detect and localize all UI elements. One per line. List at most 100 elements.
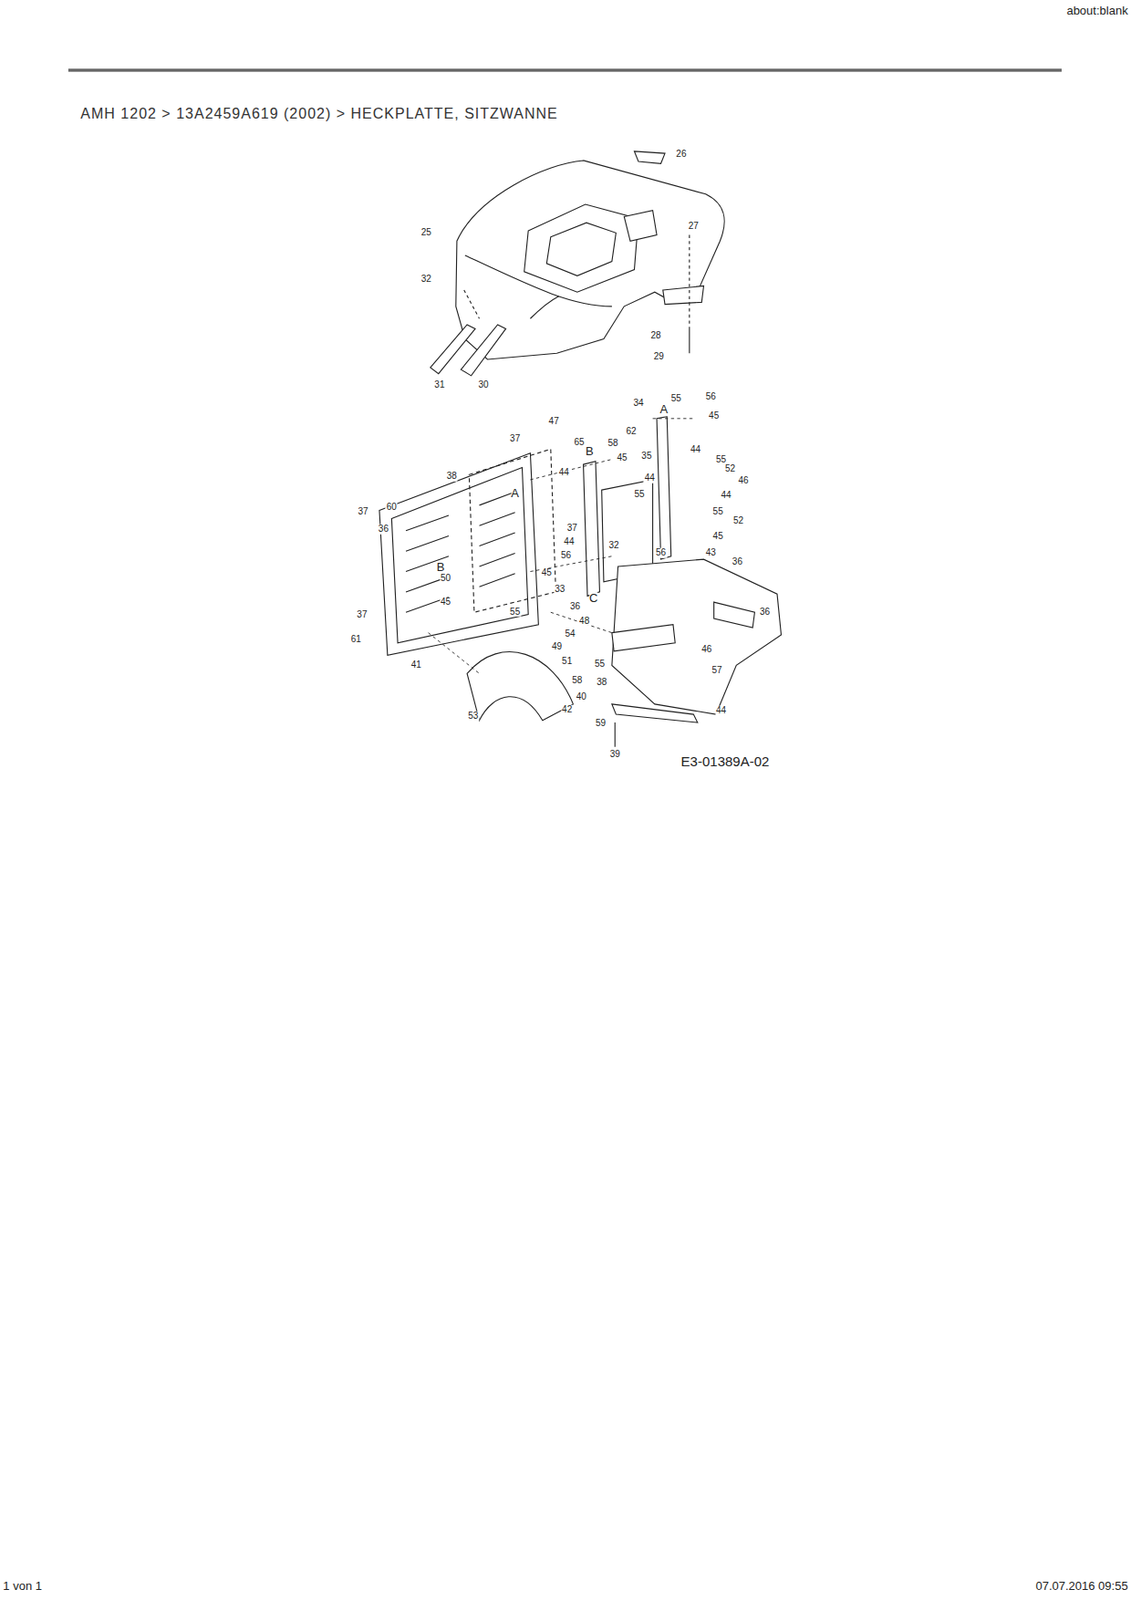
page-note: 07.07.2016 09:55 [1035, 1579, 1128, 1593]
callout-number: 46 [700, 644, 713, 655]
callout-number: 45 [712, 531, 725, 542]
callout-number: 55 [508, 607, 521, 618]
callout-number: 56 [654, 548, 667, 559]
rear-frame [379, 416, 782, 748]
drawing-number: E3-01389A-02 [681, 754, 770, 769]
callout-number: B [585, 446, 594, 459]
callout-number: 42 [560, 705, 573, 716]
callout-number: 32 [420, 274, 433, 285]
callout-number: 60 [385, 501, 398, 512]
vent-slats [405, 491, 516, 613]
callout-number: 44 [720, 490, 733, 501]
callout-number: 55 [670, 394, 683, 405]
callout-number: 44 [715, 705, 727, 716]
rear-plate-inner [391, 466, 529, 643]
upright [583, 461, 601, 597]
bolt-axis [688, 235, 690, 328]
callout-number: 45 [707, 411, 720, 422]
callout-number: 50 [439, 573, 452, 584]
callout-number: 51 [560, 655, 573, 666]
callout-number: 25 [420, 228, 433, 239]
callout-number: 31 [433, 379, 446, 390]
callout-number: 61 [350, 634, 363, 645]
header-rule [68, 68, 1062, 72]
callout-number: 37 [356, 507, 369, 518]
callout-number: 36 [377, 524, 390, 535]
seat-pan [430, 151, 725, 376]
callout-number: 44 [689, 445, 702, 456]
page-title: AMH 1202 > 13A2459A619 (2002) > HECKPLAT… [80, 106, 558, 123]
foot-bracket [612, 704, 698, 723]
hardware [464, 235, 690, 354]
seat-opening [524, 204, 639, 292]
assembly-lines [428, 418, 695, 675]
callout-number: 44 [562, 536, 575, 547]
frame-outline [468, 448, 556, 613]
callout-number: 65 [573, 437, 586, 448]
callout-number: 45 [615, 453, 628, 464]
callout-number: B [436, 560, 446, 574]
callout-number: 38 [446, 471, 458, 482]
callout-number: 56 [705, 392, 717, 403]
callout-number: 48 [578, 616, 591, 627]
callout-number: A [510, 487, 519, 500]
page-note: 1 von 1 [2, 1579, 42, 1593]
callout-number: 44 [643, 473, 656, 484]
screw-axis [464, 290, 480, 319]
callout-number: A [660, 404, 669, 417]
callout-number: 37 [355, 610, 368, 621]
callout-number: 57 [710, 664, 723, 675]
callout-number: 54 [563, 629, 576, 640]
callout-number: 53 [466, 711, 479, 722]
callout-number: 36 [758, 607, 771, 618]
callout-number: 35 [640, 451, 653, 462]
callout-number: 27 [687, 221, 700, 232]
callout-number: 39 [609, 749, 622, 760]
callout-number: 52 [732, 516, 745, 527]
callout-number: 36 [569, 601, 582, 613]
callout-number: 49 [550, 642, 563, 653]
callout-number: C [589, 592, 598, 606]
callout-number: 33 [553, 584, 566, 595]
grip [529, 296, 559, 320]
bolt [688, 326, 690, 353]
cross-bar [612, 624, 675, 652]
callout-number: 55 [712, 507, 725, 518]
slot [714, 601, 756, 628]
page-note: about:blank [1066, 4, 1128, 18]
rear-plate [379, 453, 539, 655]
callout-number: 55 [715, 455, 727, 466]
upright [656, 416, 672, 561]
seat-plate [546, 222, 616, 276]
callout-number: 40 [575, 691, 588, 702]
side-plate [612, 559, 782, 715]
callout-number: 41 [410, 660, 423, 671]
bracket [623, 210, 657, 242]
callout-number: 45 [439, 596, 452, 607]
fender [466, 652, 573, 721]
callout-number: 34 [632, 397, 644, 408]
callout-number: 55 [593, 659, 606, 670]
callout-number: 37 [566, 523, 579, 534]
screw [614, 722, 616, 748]
callout-number: 58 [570, 675, 583, 686]
callout-number: 37 [508, 434, 521, 445]
callout-number: 29 [653, 352, 665, 363]
callout-number: 59 [594, 718, 607, 729]
callout-number: 46 [737, 475, 750, 486]
callout-number: 52 [724, 464, 737, 475]
seat-tab [663, 285, 705, 304]
callout-number: 44 [558, 466, 571, 478]
callout-number: 62 [625, 426, 638, 437]
callout-number: 47 [548, 416, 561, 427]
callout-number: 58 [606, 438, 619, 449]
callout-number: 45 [540, 568, 553, 579]
callout-number: 55 [633, 489, 646, 500]
callout-number: 56 [560, 550, 572, 561]
strip [430, 324, 476, 374]
callout-number: 38 [595, 677, 608, 688]
clip [633, 151, 665, 164]
callout-number: 32 [608, 540, 621, 551]
